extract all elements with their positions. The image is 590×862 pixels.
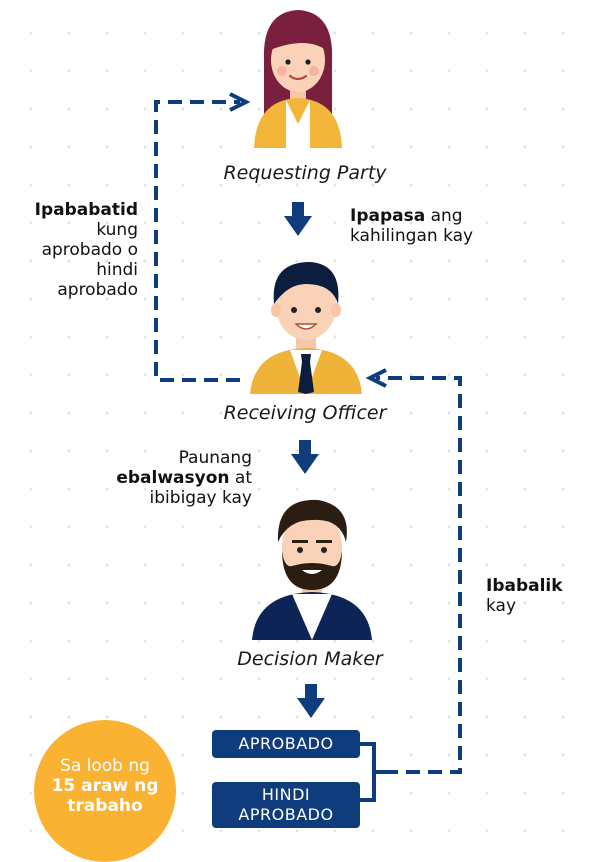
evaluation-label: Paunang ebalwasyon at ibibigay kay [60, 448, 252, 508]
notify-arrowhead [229, 92, 251, 112]
not-approved-text-1: HINDI [261, 785, 311, 804]
forward-text: ang [425, 206, 463, 226]
flow-connectors [154, 92, 462, 802]
badge-text-2: 15 araw ng [51, 776, 159, 796]
decision-maker-label: Decision Maker [237, 648, 383, 670]
return-text: kay [486, 596, 517, 616]
forward-text-2: kahilingan kay [350, 226, 474, 246]
receiving-officer-label: Receiving Officer [223, 402, 387, 424]
arrow-down-2 [291, 440, 319, 474]
forward-label: Ipapasa ang kahilingan kay [350, 206, 540, 246]
evaluation-text-1: Paunang [178, 448, 252, 468]
timeframe-badge: Sa loob ng 15 araw ng trabaho [34, 720, 176, 862]
notify-dashed-connector [154, 100, 240, 382]
notify-text-2: kung [96, 220, 138, 240]
notify-label: Ipababatid kung aprobado o hindi aprobad… [4, 200, 138, 300]
arrow-down-1 [284, 202, 312, 236]
return-arrowhead [365, 368, 387, 388]
arrow-down-3 [297, 684, 325, 718]
notify-text-3: aprobado o [41, 240, 138, 260]
evaluation-text-3: ibibigay kay [149, 488, 252, 508]
requesting-party-avatar [254, 10, 342, 148]
requesting-party-label: Requesting Party [223, 162, 387, 184]
approved-box: APROBADO [212, 730, 360, 758]
forward-bold-text: Ipapasa [350, 206, 426, 226]
not-approved-text-2: APROBADO [238, 805, 334, 824]
not-approved-box: HINDI APROBADO [212, 782, 360, 828]
receiving-officer-avatar [250, 262, 362, 394]
return-label: Ibabalik kay [486, 576, 586, 616]
notify-text-4: hindi [96, 260, 138, 280]
notify-text-5: aprobado [57, 280, 138, 300]
badge-text-3: trabaho [67, 796, 143, 816]
notify-bold-text: Ipababatid [34, 200, 138, 220]
return-dashed-connector [376, 376, 462, 774]
evaluation-text-2: at [229, 468, 252, 488]
return-bold-text: Ibabalik [486, 576, 563, 596]
badge-text-1: Sa loob ng [60, 756, 150, 776]
evaluation-bold-text: ebalwasyon [116, 468, 230, 488]
outcome-bracket [360, 742, 384, 802]
decision-maker-avatar [252, 499, 372, 640]
